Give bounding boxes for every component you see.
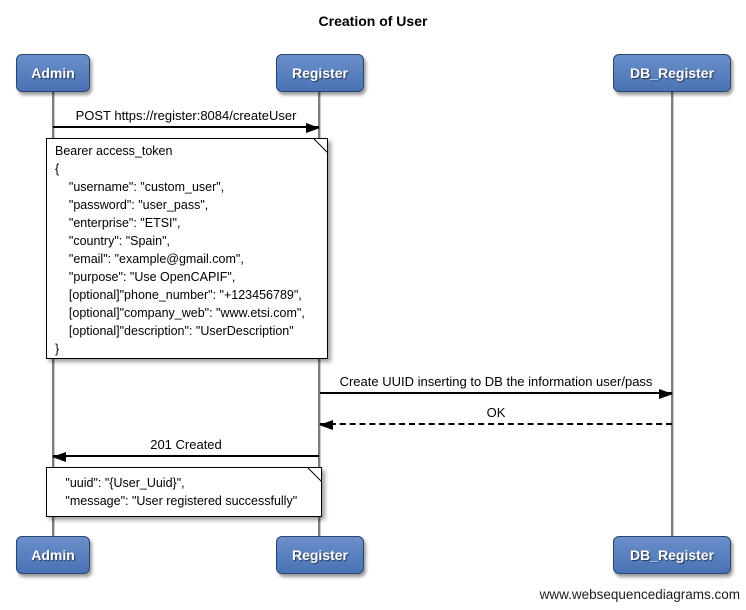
note-response-body: "uuid": "{User_Uuid}", "message": "User … (46, 467, 322, 517)
note-line: "purpose": "Use OpenCAPIF", (55, 270, 236, 284)
actor-admin-top: Admin (16, 54, 90, 92)
note-line: { (55, 162, 60, 176)
note-line: "message": "User registered successfully… (55, 494, 298, 508)
note-line: "uuid": "{User_Uuid}", (55, 476, 185, 490)
message-post-create-user: POST https://register:8084/createUser (53, 108, 320, 133)
note-text: "uuid": "{User_Uuid}", "message": "User … (47, 468, 321, 510)
message-dashed-line (319, 420, 672, 430)
message-ok-return: OK (319, 405, 672, 430)
message-201-created: 201 Created (52, 437, 319, 462)
message-label: Create UUID inserting to DB the informat… (339, 374, 653, 389)
note-line: "username": "custom_user", (55, 180, 225, 194)
actor-admin-label: Admin (31, 547, 75, 563)
message-label: 201 Created (150, 437, 222, 452)
note-line: "country": "Spain", (55, 234, 171, 248)
message-label: OK (486, 405, 506, 420)
message-line (52, 452, 319, 462)
message-label: POST https://register:8084/createUser (75, 108, 297, 123)
note-fold-icon (306, 467, 322, 483)
note-line: Bearer access_token (55, 144, 173, 158)
actor-register-top: Register (276, 54, 364, 92)
diagram-title: Creation of User (318, 13, 428, 29)
note-line: [optional]"description": "UserDescriptio… (55, 324, 294, 338)
note-line: "enterprise": "ETSI", (55, 216, 181, 230)
note-line: "email": "example@gmail.com", (55, 252, 244, 266)
arrowhead-left-icon (319, 420, 333, 430)
actor-db-register-label: DB_Register (629, 547, 715, 563)
actor-admin-label: Admin (31, 65, 75, 81)
actor-register-label: Register (291, 547, 349, 563)
actor-db-register-label: DB_Register (629, 65, 715, 81)
message-line (53, 123, 320, 133)
watermark-footer: www.websequencediagrams.com (539, 587, 740, 602)
arrowhead-right-icon (659, 389, 673, 399)
note-line: [optional]"phone_number": "+123456789", (55, 288, 302, 302)
note-fold-icon (312, 138, 328, 154)
note-line: [optional]"company_web": "www.etsi.com", (55, 306, 305, 320)
arrowhead-left-icon (52, 452, 66, 462)
actor-db-register-bottom: DB_Register (613, 536, 731, 574)
actor-register-label: Register (291, 65, 349, 81)
message-line (320, 389, 673, 399)
actor-db-register-top: DB_Register (613, 54, 731, 92)
actor-admin-bottom: Admin (16, 536, 90, 574)
message-create-uuid: Create UUID inserting to DB the informat… (320, 374, 673, 399)
note-request-body: Bearer access_token { "username": "custo… (46, 138, 328, 359)
arrowhead-right-icon (306, 123, 320, 133)
note-line: } (55, 342, 60, 356)
note-text: Bearer access_token { "username": "custo… (47, 139, 327, 358)
actor-register-bottom: Register (276, 536, 364, 574)
note-line: "password": "user_pass", (55, 198, 209, 212)
lifeline-db-register (671, 92, 674, 538)
